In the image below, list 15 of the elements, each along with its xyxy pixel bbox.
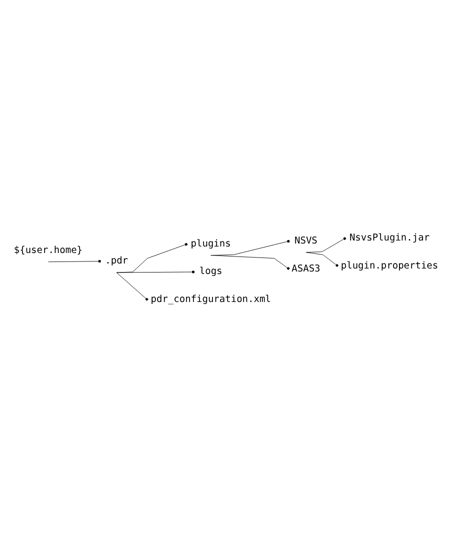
connector (210, 255, 290, 270)
node-text: .pdr (105, 256, 128, 267)
node-text: NSVS (294, 235, 318, 246)
connector (116, 272, 148, 301)
connector (306, 237, 346, 253)
node-text: pdr_configuration.xml (150, 294, 271, 306)
node-text: plugins (190, 238, 231, 250)
connector (306, 252, 339, 268)
node-text: plugin.properties (340, 260, 438, 272)
node-text: NsvsPlugin.jar (349, 232, 430, 244)
node-text: ASAS3 (292, 263, 320, 274)
node-text: ${user.home} (14, 244, 83, 256)
connector (48, 260, 101, 262)
node-text: logs (199, 266, 222, 278)
connector (116, 270, 194, 274)
